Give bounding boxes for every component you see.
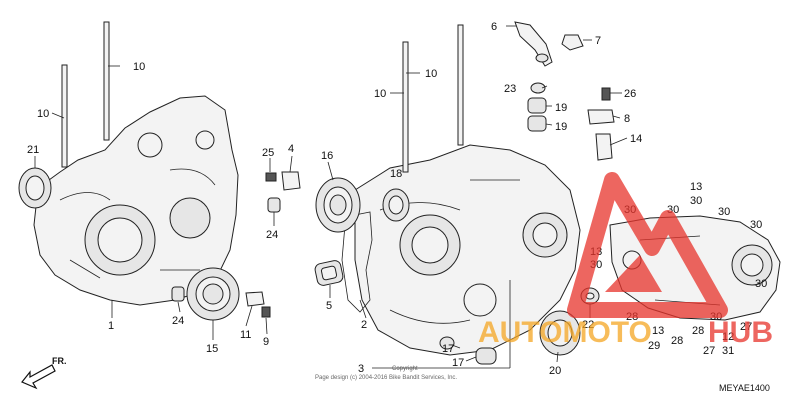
top-parts-right [514, 21, 615, 161]
label-30: 30 [755, 278, 767, 290]
part-5 [314, 260, 344, 286]
label-28: 28 [692, 325, 704, 337]
label-29: 29 [648, 340, 660, 352]
label-9: 9 [263, 336, 269, 348]
label-8: 8 [624, 113, 630, 125]
front-direction-label: FR. [52, 356, 67, 366]
label-10: 10 [374, 88, 386, 100]
label-24: 24 [172, 315, 184, 327]
label-30: 30 [750, 219, 762, 231]
label-10: 10 [425, 68, 437, 80]
label-6: 6 [491, 21, 497, 33]
front-direction-arrow: FR. [21, 356, 67, 390]
seal-18 [382, 188, 410, 222]
label-15: 15 [206, 343, 218, 355]
left-crankcase [33, 95, 239, 306]
label-7: 7 [595, 35, 601, 47]
label-16: 16 [321, 150, 333, 162]
label-17: 17 [442, 343, 454, 355]
leader-lines [34, 25, 628, 369]
label-14: 14 [630, 133, 642, 145]
oil-seal-21 [18, 167, 52, 209]
stud-bolts-left [61, 21, 110, 168]
label-11: 11 [240, 329, 251, 341]
label-24: 24 [266, 229, 278, 241]
label-28: 28 [671, 335, 683, 347]
watermark-logo: AUTOMOTO HUB [478, 172, 773, 349]
label-3: 3 [358, 363, 364, 375]
stud-bolts-middle [402, 24, 464, 173]
diagram-code: MEYAE1400 [719, 383, 770, 393]
copyright-line-2: Page design (c) 2004-2016 Bike Bandit Se… [315, 375, 457, 381]
label-22: 22 [582, 319, 594, 331]
parts-17 [439, 336, 497, 365]
label-1: 1 [108, 320, 114, 332]
small-parts-left [171, 171, 301, 318]
label-30: 30 [690, 195, 702, 207]
label-20: 20 [549, 365, 561, 377]
copyright-notice: Copyright Page design (c) 2004-2016 Bike… [315, 366, 457, 381]
label-23: 23 [504, 83, 516, 95]
label-27: 27 [740, 321, 752, 333]
bearing-15 [186, 267, 240, 321]
label-18: 18 [390, 168, 402, 180]
label-19: 19 [555, 102, 567, 114]
label-12: 12 [722, 331, 734, 343]
gasket-2 [341, 211, 373, 313]
label-5: 5 [326, 300, 332, 312]
label-31: 31 [722, 345, 734, 357]
label-13: 13 [652, 325, 664, 337]
copyright-line-1: Copyright [392, 366, 418, 372]
seal-20 [539, 310, 581, 356]
bearing-16 [315, 177, 361, 233]
label-10: 10 [133, 61, 145, 73]
label-19: 19 [555, 121, 567, 133]
label-10: 10 [37, 108, 49, 120]
label-17: 17 [452, 357, 464, 369]
label-26: 26 [624, 88, 636, 100]
label-2: 2 [361, 319, 367, 331]
watermark-text-right: HUB [708, 316, 773, 349]
watermark-text-left: AUTOMOTO [478, 316, 652, 349]
label-25: 25 [262, 147, 274, 159]
label-21: 21 [27, 144, 39, 156]
label-13: 13 [690, 181, 702, 193]
label-30: 30 [718, 206, 730, 218]
label-4: 4 [288, 143, 294, 155]
label-27: 27 [703, 345, 715, 357]
